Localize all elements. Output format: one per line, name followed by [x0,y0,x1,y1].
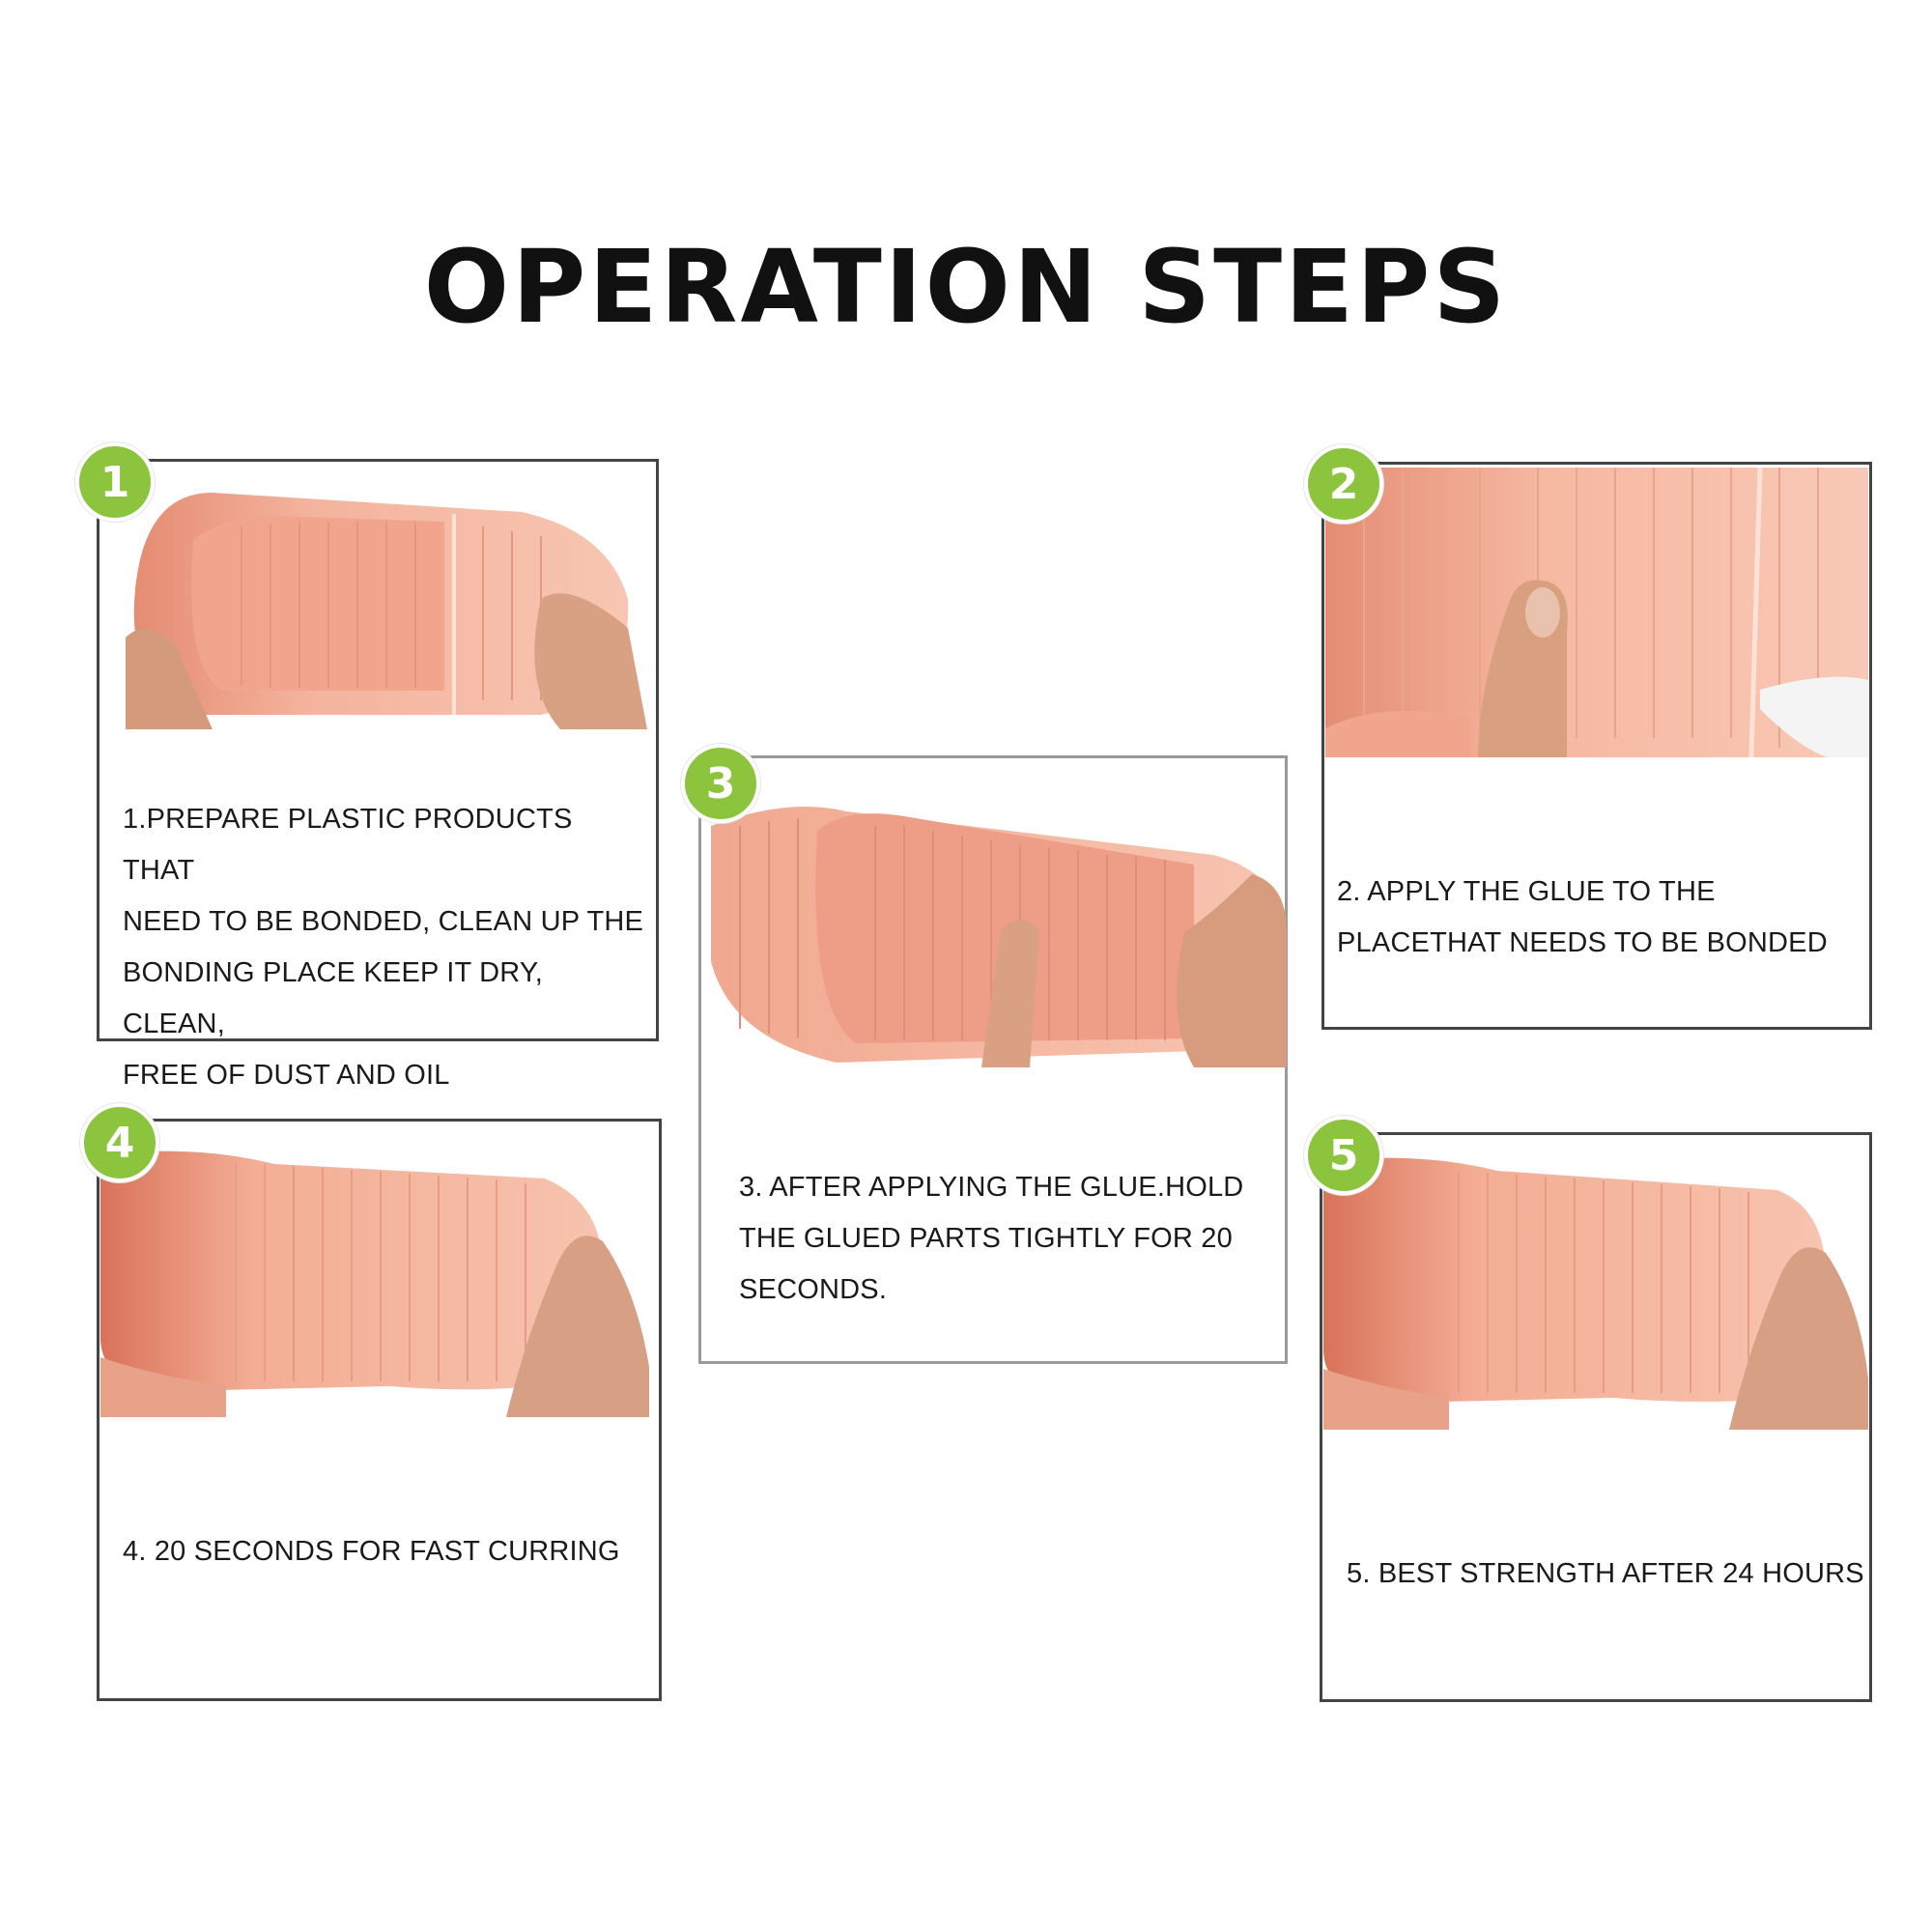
page-title: OPERATION STEPS [423,228,1509,346]
step-2-badge: 2 [1304,444,1383,524]
step-2-caption: 2. APPLY THE GLUE TO THE PLACETHAT NEEDS… [1337,876,1828,958]
step-5-badge: 5 [1304,1116,1383,1195]
step-3-photo [711,787,1287,1067]
step-5-caption: 5. BEST STRENGTH AFTER 24 HOURS [1347,1558,1864,1589]
step-1-caption: 1.PREPARE PLASTIC PRODUCTS THAT NEED TO … [123,804,644,1091]
step-1-photo [106,473,651,729]
step-1-badge: 1 [75,442,155,522]
step-5-photo [1323,1151,1868,1430]
step-4-badge: 4 [80,1103,159,1182]
step-3-badge: 3 [681,744,760,823]
step-2-photo [1325,468,1868,794]
step-4-caption: 4. 20 SECONDS FOR FAST CURRING [123,1536,620,1567]
step-4-photo [100,1145,649,1417]
step-3-caption: 3. AFTER APPLYING THE GLUE.HOLD THE GLUE… [739,1172,1244,1305]
